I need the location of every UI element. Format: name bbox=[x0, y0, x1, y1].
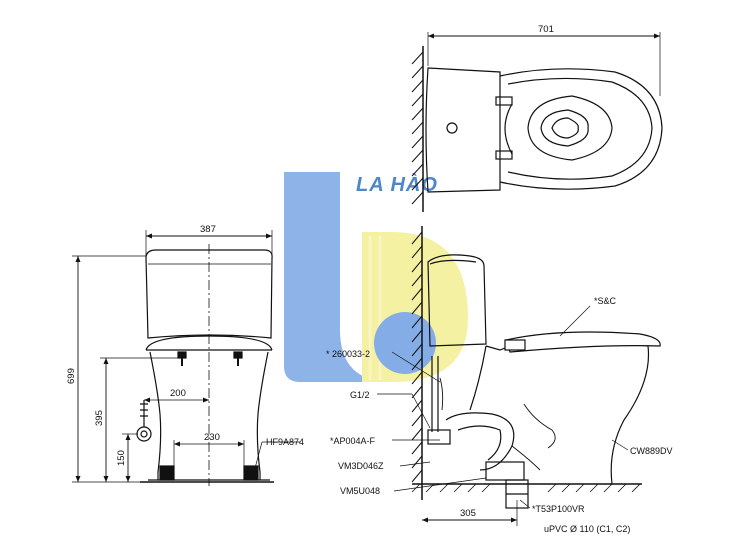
dim-spacing-230: 230 bbox=[204, 432, 220, 443]
label-seat: *S&C bbox=[594, 296, 617, 306]
dim-spacing-200: 200 bbox=[170, 388, 186, 399]
label-g12: G1/2 bbox=[350, 390, 370, 400]
top-view bbox=[411, 32, 663, 212]
watermark-logo bbox=[284, 172, 468, 382]
label-vm5u: VM5U048 bbox=[340, 486, 380, 496]
label-vm3d: VM3D046Z bbox=[338, 461, 384, 471]
front-view bbox=[72, 230, 300, 486]
dim-front-width: 387 bbox=[200, 224, 216, 235]
label-ap004: *AP004A-F bbox=[330, 436, 376, 446]
label-t53: *T53P100VR bbox=[532, 504, 585, 514]
label-part-260033: * 260033-2 bbox=[326, 349, 370, 359]
dim-valve-height: 150 bbox=[116, 450, 127, 466]
dim-rough-in: 305 bbox=[460, 508, 476, 519]
watermark-text: LA HÀO bbox=[356, 173, 438, 196]
label-hf: HF9A874 bbox=[266, 437, 304, 447]
label-upvc: uPVC Ø 110 (C1, C2) bbox=[544, 524, 630, 534]
label-bowl: CW889DV bbox=[630, 446, 673, 456]
dim-inlet-height: 395 bbox=[94, 410, 105, 426]
side-view bbox=[377, 226, 661, 526]
dim-height-total: 699 bbox=[66, 368, 77, 384]
dim-top-width: 701 bbox=[538, 24, 554, 35]
